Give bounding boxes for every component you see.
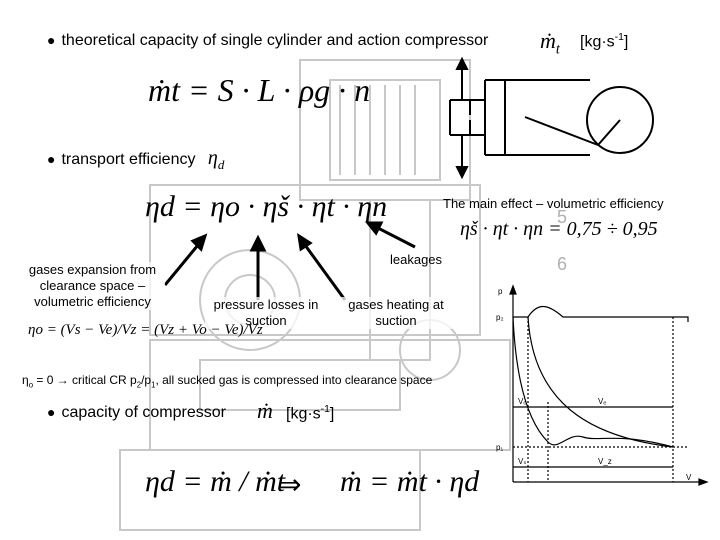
formula-capacity-ratio: ηd = ṁ / ṁt (145, 465, 286, 498)
formula-theoretical-capacity: ṁt = S · L · ρg · n (148, 72, 371, 108)
main-effect-note: The main effect – volumetric efficiency (443, 196, 664, 211)
formula-efficiency-range: ηš · ηt · ηn = 0,75 ÷ 0,95 (460, 218, 658, 240)
critical-ratio-note: ηo = 0 → critical CR p2/p1, all sucked g… (22, 373, 433, 390)
bullet-text: theoretical capacity of single cylinder … (61, 32, 489, 49)
pv-vz-label: V_z (598, 457, 612, 466)
gases-heating-label: gases heating at suction (340, 297, 452, 329)
implies-arrow: ⇒ (278, 468, 302, 501)
pv-p-axis-label: p (498, 287, 503, 296)
watermark-5: 5 (557, 207, 567, 227)
watermark-6: 6 (557, 254, 567, 274)
bullet-capacity-of-compressor: ●capacity of compressor (47, 404, 226, 421)
unit-label: [kg·s-1] (580, 32, 629, 51)
mass-flow-symbol-2: ṁ (257, 398, 273, 423)
cylinder-crank-schematic (449, 56, 654, 180)
leakages-label: leakages (390, 252, 443, 267)
formula-capacity: ṁ = ṁt · ηd (340, 465, 480, 498)
pv-vo-label: Vₒ (518, 397, 526, 406)
formula-transport-efficiency: ηd = ηo · ηš · ηt · ηn (145, 190, 388, 223)
pv-v-axis-label: V (686, 473, 692, 482)
formula-volumetric-efficiency: ηo = (Vs − Ve)/Vz = (Vz + Vo − Ve)/Vz (28, 322, 263, 338)
pv-p1-label: p₁ (496, 443, 503, 452)
bullet-icon: ● (47, 32, 56, 48)
pv-vs-label: Vₛ (518, 457, 526, 466)
bullet-theoretical-capacity: ● theoretical capacity of single cylinder… (47, 32, 488, 50)
pressure-losses-label: pressure losses in suction (205, 297, 327, 329)
bullet-icon: ● (47, 404, 56, 420)
bullet-transport-efficiency: ●transport efficiency ηd (47, 147, 225, 172)
mass-flow-symbol: ṁt (540, 28, 560, 58)
pv-ve-label: Vₑ (598, 397, 606, 406)
pv-p2-label: p₂ (496, 313, 504, 322)
bullet-icon: ● (47, 151, 56, 167)
unit-label-2: [kg·s-1] (286, 404, 335, 423)
gases-expansion-label: gases expansion from clearance space – v… (20, 262, 165, 310)
pv-diagram: p p₂ p₁ V Vₒ Vₑ Vₛ V_z (496, 284, 709, 486)
